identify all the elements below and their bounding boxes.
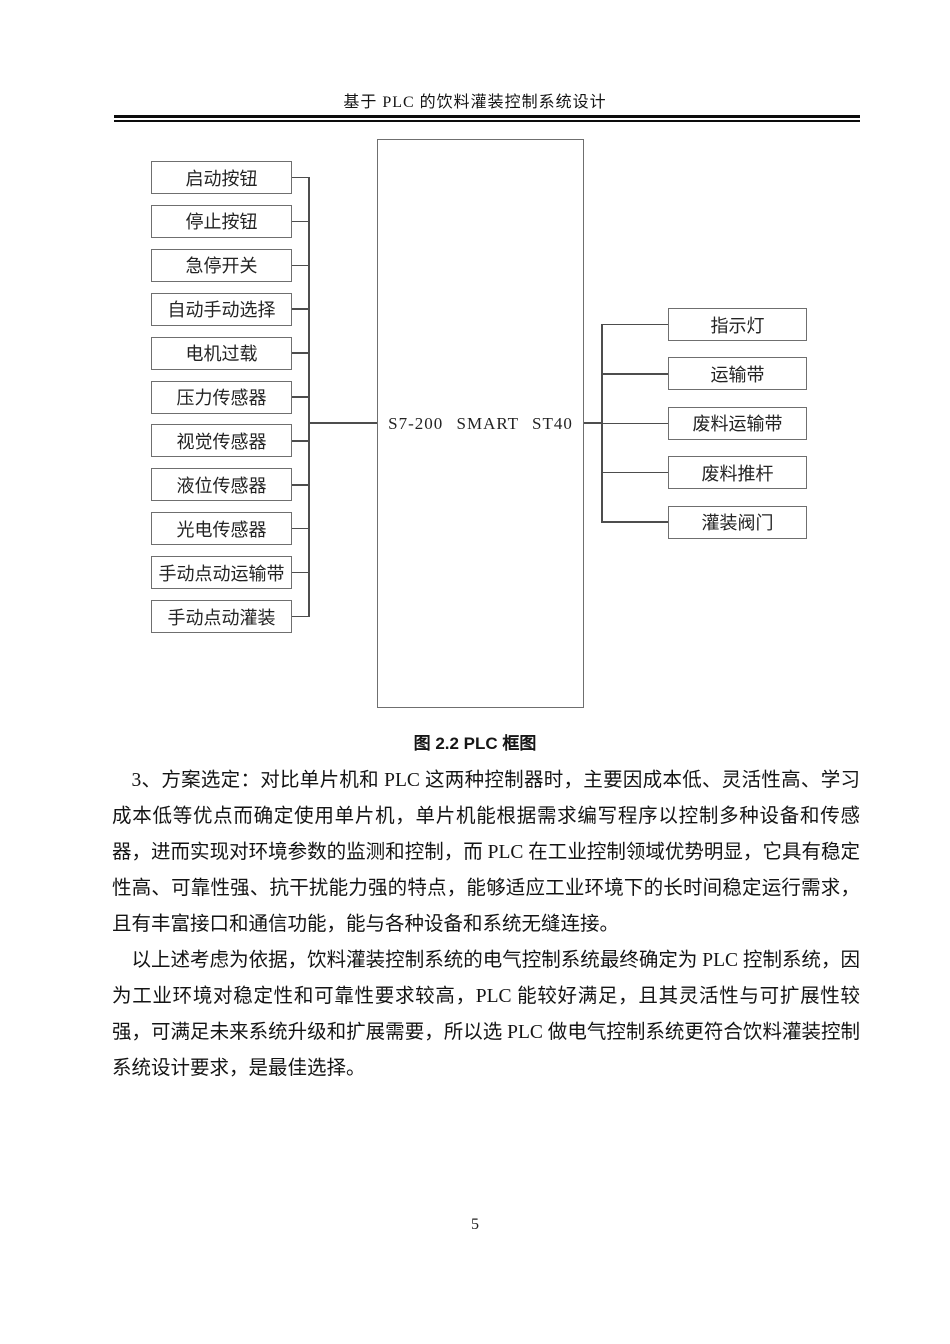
input-box-4-label: 电机过载 xyxy=(185,344,258,365)
input-box-10-label: 手动点动灌装 xyxy=(167,607,276,628)
header-rule-thin-line xyxy=(114,120,860,122)
plc-box: S7-200 SMART ST40 xyxy=(377,139,584,708)
input-box-4: 电机过载 xyxy=(151,336,292,370)
right-bus-line xyxy=(601,323,603,523)
output-connector-line xyxy=(601,323,668,326)
output-box-1: 运输带 xyxy=(668,357,807,391)
paragraph-conclusion: 以上述考虑为依据，饮料灌装控制系统的电气控制系统最终确定为 PLC 控制系统，因… xyxy=(112,950,860,1079)
figure-caption: 图 2.2 PLC 框图 xyxy=(413,734,537,753)
input-connector-line xyxy=(292,484,308,486)
output-box-3-label: 废料推杆 xyxy=(701,463,774,484)
input-box-2-label: 急停开关 xyxy=(185,256,258,277)
input-connector-line xyxy=(292,396,308,398)
input-box-7: 液位传感器 xyxy=(151,468,292,502)
page-number: 5 xyxy=(471,1216,479,1233)
input-box-3: 自动手动选择 xyxy=(151,292,292,326)
plc-output-line xyxy=(584,422,601,424)
input-connector-line xyxy=(292,440,308,442)
output-box-4-label: 灌装阀门 xyxy=(701,513,774,534)
input-connector-line xyxy=(292,308,308,310)
input-box-10: 手动点动灌装 xyxy=(151,600,292,633)
input-box-6: 视觉传感器 xyxy=(151,424,292,458)
input-box-5-label: 压力传感器 xyxy=(176,388,267,408)
output-box-4: 灌装阀门 xyxy=(668,505,807,539)
output-box-0-label: 指示灯 xyxy=(710,315,765,336)
output-box-1-label: 运输带 xyxy=(710,364,765,385)
input-box-9: 手动点动运输带 xyxy=(151,556,292,590)
input-connector-line xyxy=(292,571,308,574)
output-box-0: 指示灯 xyxy=(668,308,807,341)
paragraph-scheme-selection: 3、方案选定：对比单片机和 PLC 这两种控制器时，主要因成本低、灵活性高、学习… xyxy=(112,770,860,935)
left-bus-line xyxy=(308,176,310,618)
input-box-2: 急停开关 xyxy=(151,248,292,282)
input-box-0-label: 启动按钮 xyxy=(185,168,258,189)
input-box-8-label: 光电传感器 xyxy=(176,519,267,540)
input-connector-line xyxy=(292,176,308,179)
output-connector-line xyxy=(601,422,668,425)
input-box-5: 压力传感器 xyxy=(151,380,292,414)
input-box-7-label: 液位传感器 xyxy=(176,475,267,496)
plc-label: S7-200 SMART ST40 xyxy=(388,413,573,433)
output-box-2: 废料运输带 xyxy=(668,406,807,440)
plc-input-line xyxy=(308,422,377,424)
input-connector-line xyxy=(292,615,308,618)
output-connector-line xyxy=(601,471,668,474)
page-title: 基于 PLC 的饮料灌装控制系统设计 xyxy=(343,94,607,111)
output-connector-line xyxy=(601,521,668,523)
input-box-8: 光电传感器 xyxy=(151,512,292,546)
output-box-2-label: 废料运输带 xyxy=(692,414,783,435)
input-connector-line xyxy=(292,352,308,354)
input-box-1: 停止按钮 xyxy=(151,204,292,238)
input-connector-line xyxy=(292,220,308,223)
output-connector-line xyxy=(601,373,668,375)
input-connector-line xyxy=(292,527,308,530)
input-box-3-label: 自动手动选择 xyxy=(167,300,276,321)
input-box-9-label: 手动点动运输带 xyxy=(158,563,285,584)
input-box-1-label: 停止按钮 xyxy=(185,212,258,233)
header-rule-thick-line xyxy=(114,115,860,118)
input-box-6-label: 视觉传感器 xyxy=(176,431,267,452)
output-box-3: 废料推杆 xyxy=(668,456,807,490)
header-rule xyxy=(114,115,860,122)
plc-block-diagram: S7-200 SMART ST40 启动按钮停止按钮急停开关自动手动选择电机过载… xyxy=(151,139,807,708)
input-box-0: 启动按钮 xyxy=(151,161,292,194)
input-connector-line xyxy=(292,264,308,267)
body-text: 3、方案选定：对比单片机和 PLC 这两种控制器时，主要因成本低、灵活性高、学习… xyxy=(112,763,860,1087)
